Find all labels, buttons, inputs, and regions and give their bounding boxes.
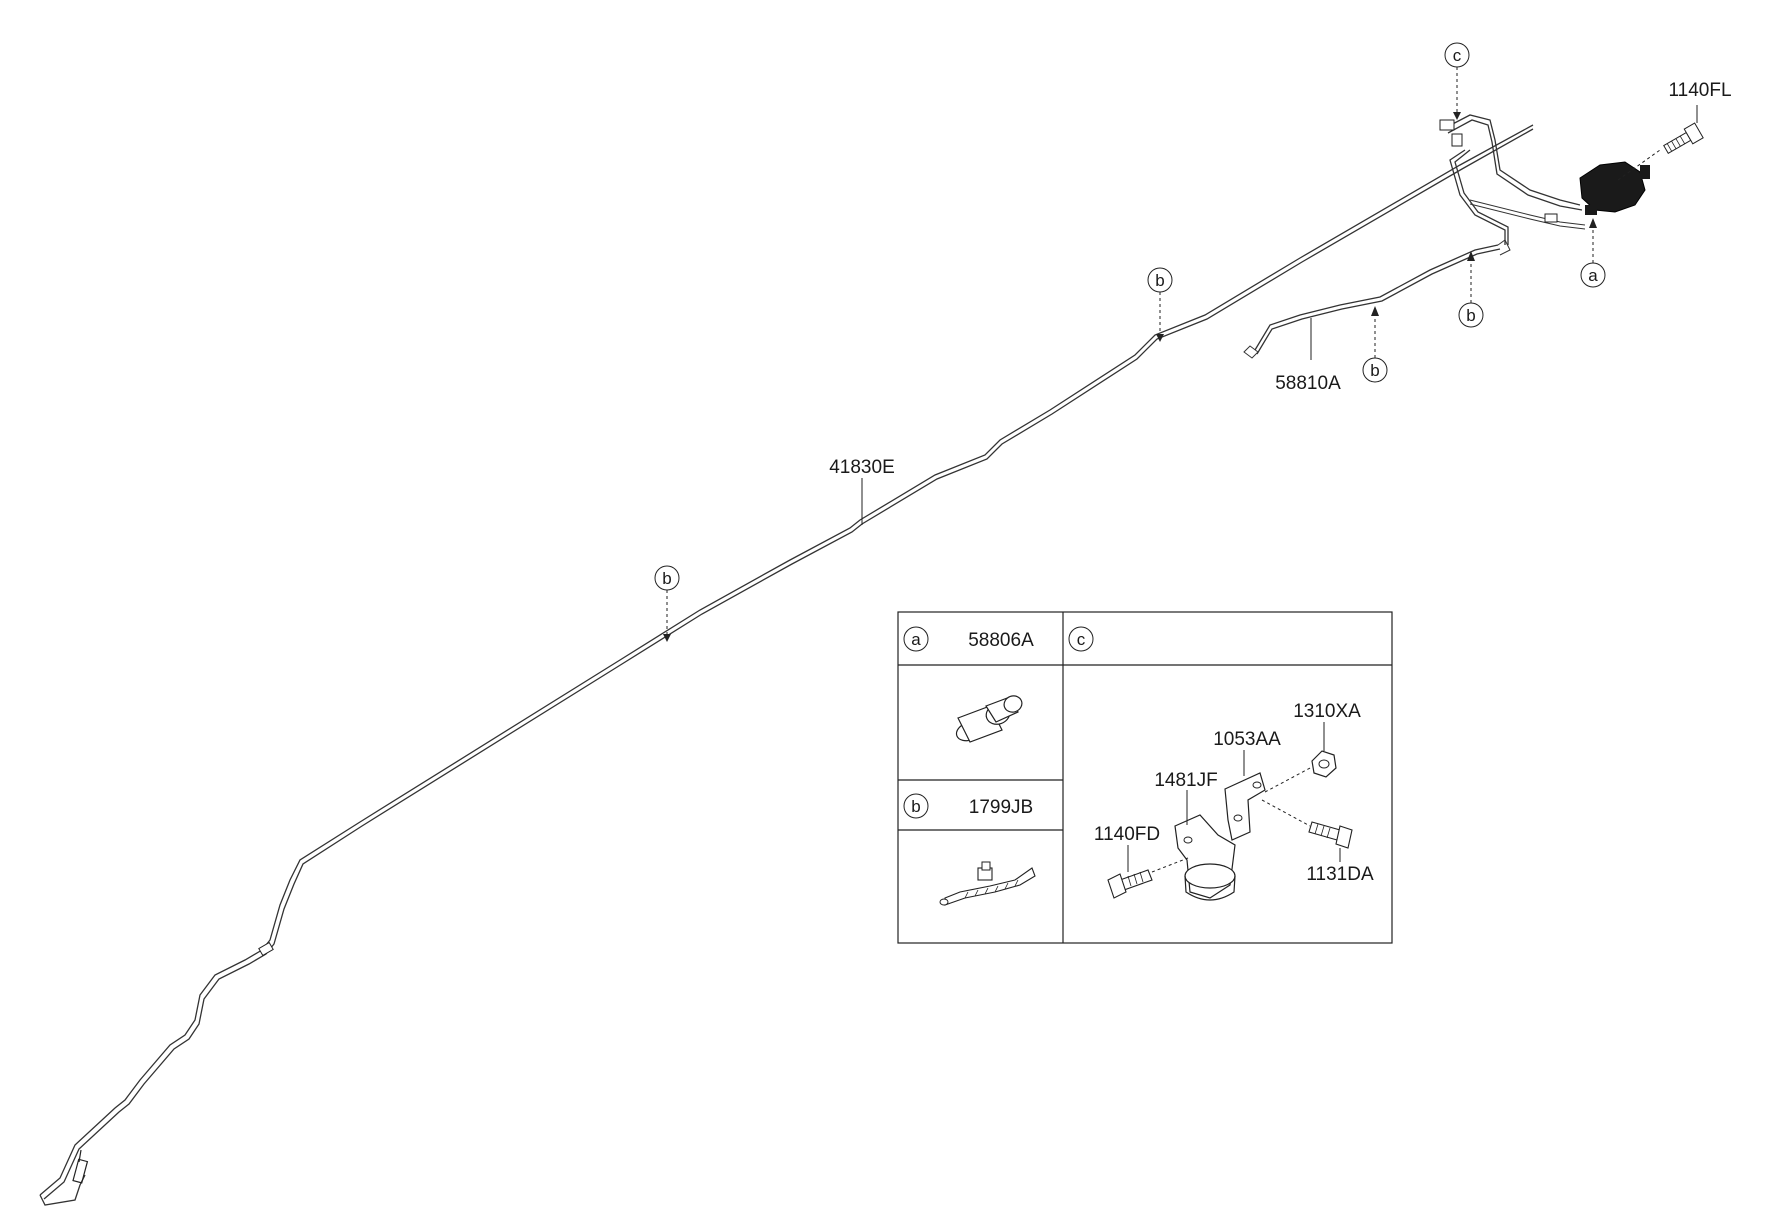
callout-b-right: b	[1458, 251, 1484, 328]
legend-part-58806A: 58806A	[968, 630, 1034, 651]
svg-text:b: b	[662, 569, 671, 588]
brake-tube-41830E	[39, 124, 1534, 1206]
black-junction-block	[1579, 161, 1650, 215]
svg-text:b: b	[911, 797, 920, 816]
legend-row-c: c	[1068, 626, 1094, 652]
legend-row-b: b 1799JB	[903, 793, 1033, 819]
label-58810A: 58810A	[1275, 373, 1341, 394]
callout-b-left: b	[654, 565, 680, 642]
bolt-1140FL	[1663, 122, 1704, 155]
legend-part-1481JF: 1481JF	[1154, 770, 1217, 791]
legend-part-1140FD: 1140FD	[1094, 824, 1160, 845]
callout-b-hose: b	[1362, 306, 1388, 383]
legend-part-1310XA: 1310XA	[1293, 701, 1361, 722]
cable-tie-1799JB-drawing	[939, 861, 1036, 906]
fitting-58806A-drawing	[955, 695, 1023, 743]
callout-c-top: c	[1444, 42, 1470, 120]
label-1140FL: 1140FL	[1668, 80, 1731, 101]
callout-a-right: a	[1580, 218, 1606, 288]
svg-text:b: b	[1155, 271, 1164, 290]
legend-part-1053AA: 1053AA	[1213, 729, 1281, 750]
legend-row-a: a 58806A	[903, 626, 1034, 652]
svg-text:b: b	[1370, 361, 1379, 380]
callout-b-upper: b	[1147, 267, 1173, 342]
svg-text:a: a	[1588, 266, 1598, 285]
svg-text:b: b	[1466, 306, 1475, 325]
clip-assembly-drawing	[1107, 750, 1353, 901]
svg-text:c: c	[1077, 630, 1086, 649]
svg-text:c: c	[1453, 46, 1462, 65]
legend-part-1131DA: 1131DA	[1306, 864, 1374, 885]
svg-text:a: a	[911, 630, 921, 649]
label-41830E: 41830E	[829, 457, 895, 478]
upper-harness	[1439, 114, 1586, 245]
bolt-guide-line	[1617, 149, 1661, 181]
legend-part-1799JB: 1799JB	[969, 797, 1033, 818]
